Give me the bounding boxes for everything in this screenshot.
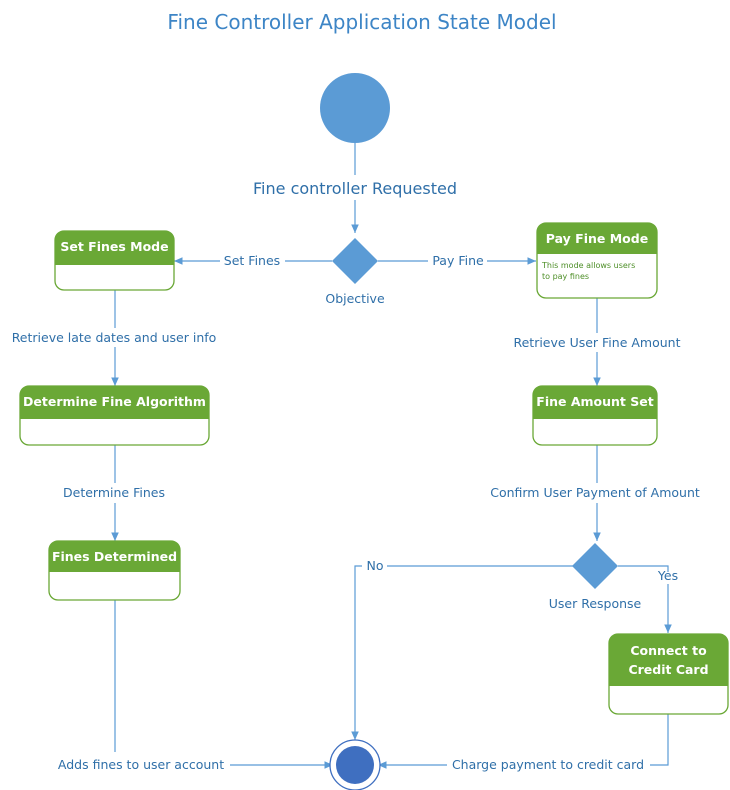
edge-label-set-fines: Set Fines	[224, 253, 280, 268]
state-title: Determine Fine Algorithm	[23, 394, 206, 409]
edge-label-determine-fines: Determine Fines	[63, 485, 165, 500]
state-title: Credit Card	[628, 662, 708, 677]
edges	[111, 143, 672, 769]
state-connect-credit-card: Connect to Credit Card	[608, 633, 729, 715]
edge-label-no: No	[367, 558, 384, 573]
state-pay-fine-mode: Pay Fine Mode This mode allows users to …	[536, 222, 658, 299]
edge-label-retrieve-late-dates: Retrieve late dates and user info	[12, 330, 217, 345]
edge-label-retrieve-fine-amount: Retrieve User Fine Amount	[513, 335, 680, 350]
edge-card-down	[650, 714, 669, 766]
state-title: Pay Fine Mode	[546, 231, 648, 246]
edge-label-adds-fines: Adds fines to user account	[58, 757, 224, 772]
decision-user-response	[572, 543, 618, 589]
state-fine-amount-set: Fine Amount Set	[532, 385, 658, 446]
diagram-title: Fine Controller Application State Model	[167, 10, 556, 34]
edge-yes-a	[618, 565, 669, 572]
state-title: Set Fines Mode	[60, 239, 168, 254]
state-note: to pay fines	[542, 272, 589, 281]
state-determine-fine-algorithm: Determine Fine Algorithm	[19, 385, 210, 446]
state-note: This mode allows users	[541, 261, 635, 270]
decision-objective	[332, 238, 378, 284]
state-title: Fine Amount Set	[536, 394, 653, 409]
edge-label-confirm-payment: Confirm User Payment of Amount	[490, 485, 700, 500]
edge-label-pay-fine: Pay Fine	[432, 253, 484, 268]
state-fines-determined: Fines Determined	[48, 540, 181, 601]
end-node	[336, 746, 374, 784]
edge-label-charge-payment: Charge payment to credit card	[452, 757, 644, 772]
state-set-fines-mode: Set Fines Mode	[54, 230, 175, 291]
decision-label-objective: Objective	[325, 291, 385, 306]
state-title: Fines Determined	[52, 549, 177, 564]
edge-no-b	[351, 565, 362, 740]
edge-label-yes: Yes	[657, 568, 678, 583]
start-label: Fine controller Requested	[253, 179, 457, 198]
decision-label-user-response: User Response	[549, 596, 642, 611]
state-title: Connect to	[630, 643, 707, 658]
start-node	[320, 73, 390, 143]
